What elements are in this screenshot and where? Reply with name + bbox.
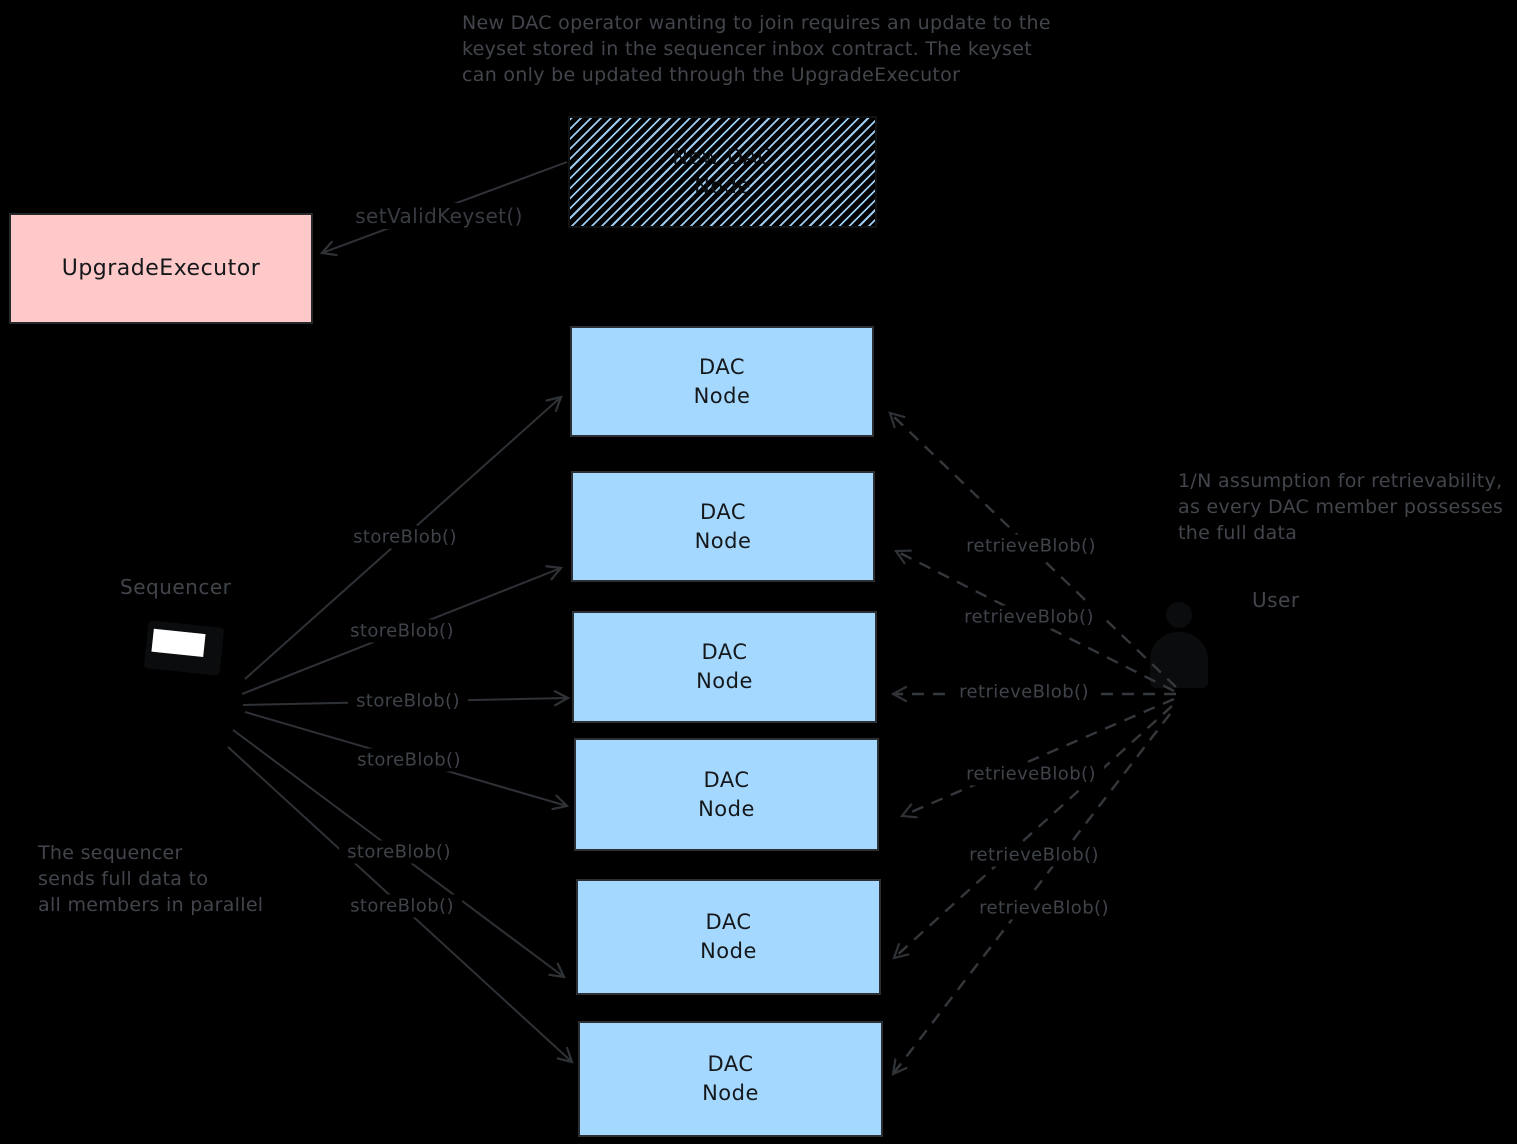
retrieve-blob-label-3: retrieveBlob() bbox=[951, 680, 1097, 704]
dac-node-box-4: DAC Node bbox=[574, 738, 879, 851]
dac-node-label: DAC Node bbox=[698, 767, 755, 821]
retrieve-blob-arrow-5 bbox=[894, 705, 1173, 958]
store-blob-label-6: storeBlob() bbox=[342, 894, 462, 918]
new-dac-node-box: New DAC Node bbox=[568, 116, 877, 228]
dac-node-box-2: DAC Node bbox=[571, 471, 875, 582]
sequencer-label: Sequencer bbox=[120, 575, 232, 599]
dac-node-label: DAC Node bbox=[702, 1052, 759, 1105]
dac-node-box-6: DAC Node bbox=[578, 1021, 883, 1137]
upgrade-executor-label: UpgradeExecutor bbox=[61, 256, 261, 281]
set-valid-keyset-label: setValidKeyset() bbox=[347, 203, 531, 229]
retrieve-blob-arrow-4 bbox=[902, 697, 1175, 816]
parallel-note: The sequencer sends full data to all mem… bbox=[38, 842, 264, 916]
keyset-note: New DAC operator wanting to join require… bbox=[462, 12, 1051, 86]
retrieve-blob-label-4: retrieveBlob() bbox=[958, 762, 1104, 786]
dac-node-label: DAC Node bbox=[696, 640, 753, 693]
user-label: User bbox=[1252, 588, 1300, 612]
dac-node-label: DAC Node bbox=[700, 910, 757, 963]
dac-node-box-1: DAC Node bbox=[570, 326, 874, 437]
dac-node-box-3: DAC Node bbox=[572, 611, 877, 723]
store-blob-label-5: storeBlob() bbox=[339, 840, 459, 864]
retrieve-blob-label-2: retrieveBlob() bbox=[956, 605, 1102, 629]
new-dac-node-label: New DAC Node bbox=[672, 145, 773, 198]
retrieve-blob-label-5: retrieveBlob() bbox=[961, 843, 1107, 867]
retrieve-blob-label-1: retrieveBlob() bbox=[958, 534, 1104, 558]
upgrade-executor-box: UpgradeExecutor bbox=[9, 213, 313, 324]
store-blob-label-2: storeBlob() bbox=[342, 619, 462, 643]
dac-node-label: DAC Node bbox=[694, 499, 752, 553]
store-blob-label-1: storeBlob() bbox=[345, 525, 465, 549]
dac-node-label: DAC Node bbox=[693, 354, 751, 408]
retrieve-blob-arrow-6 bbox=[893, 713, 1171, 1074]
retrievability-note: 1/N assumption for retrievability, as ev… bbox=[1178, 470, 1504, 544]
user-icon bbox=[1148, 602, 1210, 690]
store-blob-label-3: storeBlob() bbox=[348, 689, 468, 713]
retrieve-blob-label-6: retrieveBlob() bbox=[971, 896, 1117, 920]
dac-node-box-5: DAC Node bbox=[576, 879, 881, 995]
store-blob-label-4: storeBlob() bbox=[349, 748, 469, 772]
